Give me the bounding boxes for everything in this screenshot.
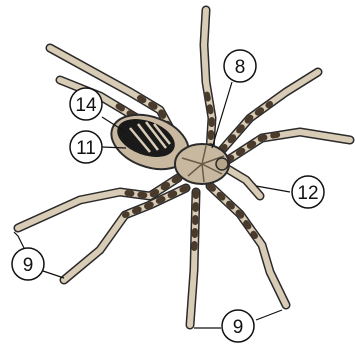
callout-8: 8 xyxy=(224,50,256,82)
callout-11-label: 11 xyxy=(76,138,96,159)
callout-12: 12 xyxy=(292,176,324,208)
callout-9-bottom: 9 xyxy=(222,310,254,342)
callout-9-bottom-label: 9 xyxy=(233,317,244,338)
callout-9-left: 9 xyxy=(12,248,44,280)
callout-12-label: 12 xyxy=(297,183,318,204)
callout-14-label: 14 xyxy=(75,95,97,116)
callout-14: 14 xyxy=(70,88,102,120)
callout-9-left-label: 9 xyxy=(23,255,34,276)
callout-8-label: 8 xyxy=(235,57,246,78)
spider-cephalothorax xyxy=(175,144,229,184)
callout-11: 11 xyxy=(70,131,102,163)
